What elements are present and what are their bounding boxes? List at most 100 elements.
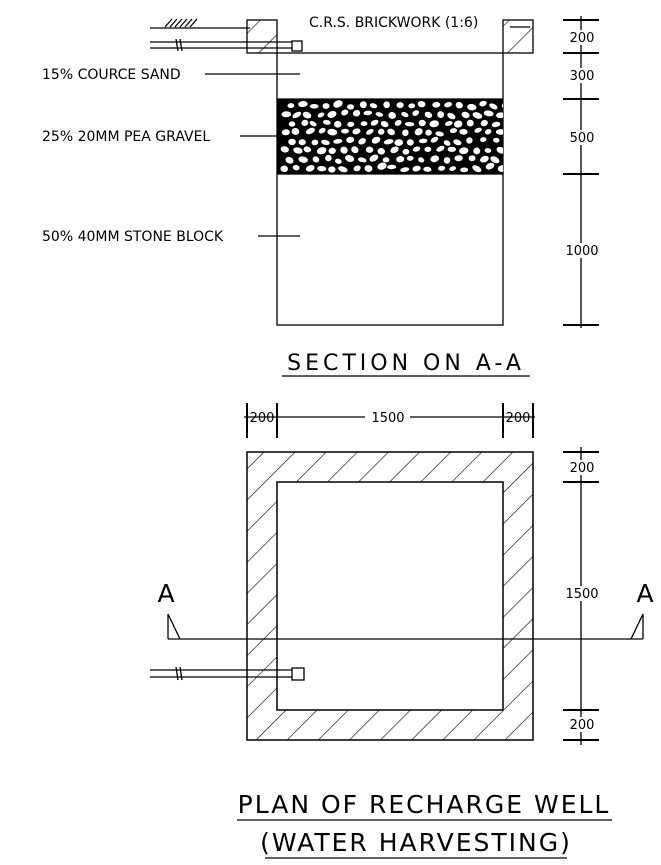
pebble [387,128,395,136]
pebble [325,154,332,162]
inlet-pipe [150,38,303,52]
plan-dim-top-right-200: 200 [506,411,531,426]
pebble [288,138,296,146]
pebble [369,103,378,109]
pebble [444,102,452,108]
pebble [490,156,500,164]
pebble [328,166,336,173]
pebble [454,155,463,162]
pebble [377,162,387,170]
pebble [453,139,462,146]
pebble [466,137,473,144]
pebble [291,128,300,135]
pebble [352,109,361,117]
pebble [418,157,425,163]
pebble [432,101,441,108]
pebble [495,129,503,135]
layer-label-gravel: 25% 20MM PEA GRAVEL [42,129,210,145]
dim-sand-300: 300 [570,69,595,84]
pebble [412,146,421,152]
pebble [288,121,296,127]
section-marker-left: A [157,579,176,608]
section-dimension-chain: 200 300 500 1000 [563,16,599,328]
pebble [408,103,416,109]
pebble [484,148,492,153]
pebble [301,119,309,127]
pebble [364,165,373,172]
pebble [418,119,426,127]
pebble [371,136,381,144]
pit-outline [276,52,504,326]
pebble [312,156,320,163]
pebble [479,100,487,107]
pebble [444,120,453,126]
brickwork-label: C.R.S. BRICKWORK (1:6) [309,15,478,31]
pebble [335,158,342,164]
pebble [402,149,410,155]
section-marker-right: A [636,579,655,608]
pebble [504,155,513,164]
pebble [430,155,440,163]
pebble [396,156,405,163]
pebble [316,147,327,155]
pebble [443,140,451,146]
section-line-a-a: A A [157,579,655,640]
pebble [292,111,302,119]
pebble [341,128,350,134]
pebble [493,137,500,143]
pebble [309,104,319,109]
pebble [281,111,292,118]
pebble [480,137,487,143]
pebble [305,164,315,172]
pebble [383,101,390,109]
pebble [305,127,315,135]
pebble [309,121,317,127]
pebble [485,162,495,170]
brickwork-cap-right [502,19,534,54]
pebble [460,167,469,173]
plan-inlet-pipe [150,666,305,681]
pebble [340,146,348,154]
pebble [472,112,483,119]
pebble [370,119,379,126]
pebble [338,166,348,173]
pebble [302,111,312,119]
pebble [328,147,336,155]
pebble [396,102,404,109]
pebble [406,155,414,161]
pebble [394,120,402,126]
pebble [388,112,396,119]
pebble [424,111,433,118]
pebble [435,131,444,137]
plan-dim-top-left-200: 200 [250,411,275,426]
pebble [285,156,294,164]
pebble [424,146,432,152]
pebble [394,139,404,146]
pebble [359,101,367,109]
layer-label-sand: 15% COURCE SAND [42,67,181,83]
pebble [317,165,327,172]
pebble [327,110,337,118]
pebble [430,136,439,143]
pebble [474,127,482,133]
pebble [480,155,489,163]
pebble [473,147,481,155]
plan-dim-right-bottom-200: 200 [570,718,595,733]
pebble [496,112,503,119]
pebble [418,138,428,144]
pebble [360,121,368,127]
pebble [322,119,331,125]
pebble [341,109,349,116]
dim-stone-1000: 1000 [565,244,598,259]
pebble [459,128,468,135]
pebble [429,120,440,128]
pebble [417,101,426,108]
pebble [365,146,374,153]
pebble [369,154,379,162]
pebble [333,100,343,108]
brick-wall-ring [246,451,534,741]
pebble [292,165,300,171]
pebble [412,165,421,172]
pebble [318,127,326,134]
